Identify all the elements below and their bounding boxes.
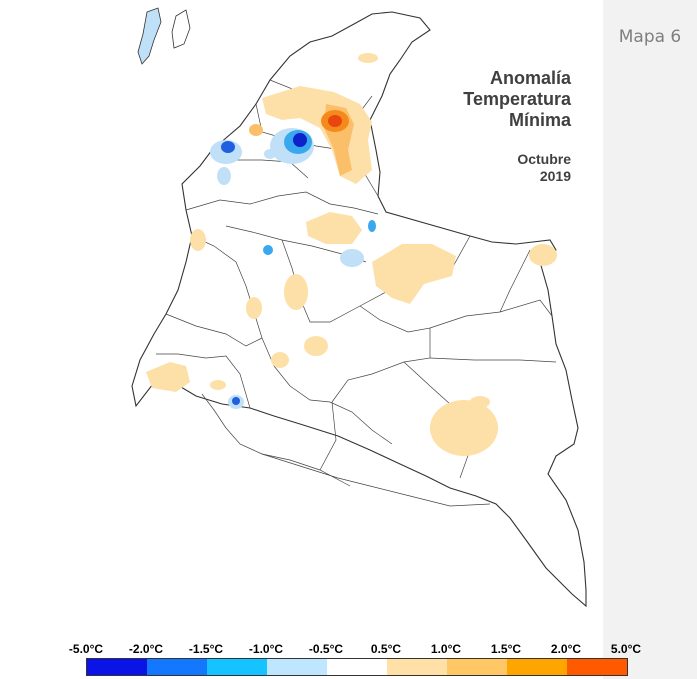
- legend-swatch: [387, 659, 447, 675]
- legend-label: -2.0°C: [128, 642, 164, 656]
- title-line-2: Temperatura: [463, 89, 571, 109]
- legend-swatch: [147, 659, 207, 675]
- map-title-block: Anomalía Temperatura Mínima Octubre 2019: [463, 68, 571, 185]
- colombia-anomaly-map: [131, 7, 587, 608]
- period-month: Octubre: [517, 151, 571, 167]
- legend-swatch: [447, 659, 507, 675]
- legend-label: -5.0°C: [68, 642, 104, 656]
- legend-swatch: [567, 659, 627, 675]
- legend-swatch: [207, 659, 267, 675]
- country-outline: [131, 11, 587, 608]
- legend-label: 0.5°C: [370, 642, 402, 656]
- san-andres-island: [137, 7, 162, 65]
- period-subtitle: Octubre 2019: [463, 151, 571, 185]
- legend-label: 1.5°C: [490, 642, 522, 656]
- legend-swatch: [267, 659, 327, 675]
- title-line-1: Anomalía: [489, 68, 571, 88]
- legend-swatch: [507, 659, 567, 675]
- period-year: 2019: [539, 168, 571, 184]
- color-legend: -5.0°C -2.0°C -1.5°C -1.0°C -0.5°C 0.5°C…: [0, 636, 697, 679]
- legend-label: 2.0°C: [550, 642, 582, 656]
- providencia-island: [171, 9, 191, 49]
- legend-label: -1.0°C: [248, 642, 284, 656]
- legend-swatch: [87, 659, 147, 675]
- legend-label: -0.5°C: [308, 642, 344, 656]
- legend-label: 1.0°C: [430, 642, 462, 656]
- warm-anomaly-areas: [146, 53, 557, 456]
- cool-anomaly-areas: [210, 128, 376, 409]
- legend-label: 5.0°C: [610, 642, 642, 656]
- legend-swatch: [327, 659, 387, 675]
- legend-color-bar: [86, 658, 628, 676]
- map-number-label: Mapa 6: [603, 0, 697, 74]
- title-line-3: Mínima: [508, 110, 571, 130]
- legend-label: -1.5°C: [188, 642, 224, 656]
